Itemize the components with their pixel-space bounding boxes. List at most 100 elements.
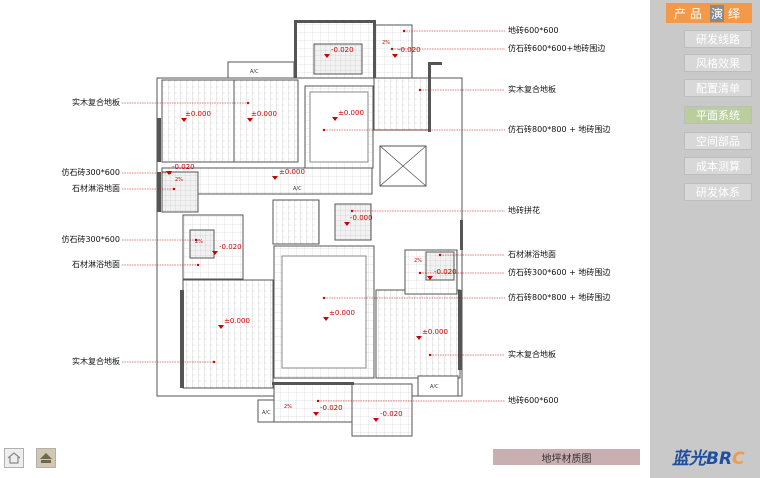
header-char: 产 (673, 6, 690, 21)
label-right-stone-600: 仿石砖600*600+地砖围边 (508, 44, 606, 53)
svg-text:-0.020: -0.020 (320, 404, 343, 412)
label-left-shower-2: 石材淋浴地面 (72, 260, 120, 269)
stairs (272, 199, 320, 245)
label-left-wood-bottom: 实木复合地板 (72, 357, 120, 366)
svg-text:A/C: A/C (293, 186, 302, 192)
label-right-stone-800-top: 仿石砖800*800 + 地砖围边 (508, 125, 611, 134)
svg-text:-0.020: -0.020 (172, 163, 195, 171)
sidebar-item-style[interactable]: 风格效果 (684, 54, 752, 72)
caption-floor-material: 地坪材质图 (493, 449, 640, 465)
room-ac-right (417, 375, 459, 397)
svg-text:2%: 2% (382, 40, 390, 46)
sidebar-item-space-parts[interactable]: 空间部品 (684, 132, 752, 150)
svg-text:-0.020: -0.020 (380, 410, 403, 418)
level-marker: ±0.000 (247, 110, 277, 122)
sidebar-item-cost[interactable]: 成本测算 (684, 157, 752, 175)
label-left-stone-tile-1: 仿石砖300*600 (61, 168, 120, 177)
svg-text:-0.020: -0.020 (219, 243, 242, 251)
home-button[interactable] (4, 448, 24, 468)
walls (157, 20, 463, 388)
label-right-wood-top: 实木复合地板 (508, 85, 556, 94)
room-balcony-bottom (273, 383, 353, 423)
label-right-shower: 石材淋浴地面 (508, 250, 556, 259)
level-marker: -0.020 (373, 410, 403, 422)
room-top-bath-inner (313, 43, 363, 75)
level-markers: -0.020 -0.020 ±0.000 ±0.000 ±0.000 -0.02… (166, 46, 457, 422)
header-char-highlight: 演 (710, 4, 725, 22)
svg-text:A/C: A/C (262, 410, 271, 416)
leader-dots (168, 29, 442, 403)
brand-logo: 蓝光BRC (672, 449, 745, 469)
room-mid-bath-shower (189, 229, 215, 259)
room-right-bath-shower (425, 251, 455, 281)
svg-text:±0.000: ±0.000 (329, 309, 355, 317)
room-living-inner (281, 255, 367, 369)
level-marker: -0.020 (392, 46, 421, 58)
svg-text:-0.000: -0.000 (350, 214, 373, 222)
svg-text:2%: 2% (195, 239, 203, 245)
sidebar-item-plan-system[interactable]: 平面系统 (684, 106, 752, 124)
leaders-left (122, 102, 248, 363)
right-sidebar: 产 品 演 绎 研发线路 风格效果 配置清单 平面系统 空间部品 成本测算 研发… (650, 0, 760, 478)
leaders-right (318, 30, 505, 402)
level-marker: ±0.000 (181, 110, 211, 122)
header-char: 绎 (728, 6, 745, 21)
mosaic (334, 203, 372, 241)
header-char: 品 (689, 6, 706, 21)
level-marker: -0.000 (344, 214, 373, 226)
room-bedroom-lower-right (375, 289, 461, 379)
label-right-wood-bottom: 实木复合地板 (508, 350, 556, 359)
label-right-stone-300: 仿石砖300*600 + 地砖围边 (508, 268, 611, 277)
level-marker: ±0.000 (218, 317, 250, 329)
sidebar-item-rd-system[interactable]: 研发体系 (684, 183, 752, 201)
svg-text:±0.000: ±0.000 (279, 168, 305, 176)
svg-text:2%: 2% (414, 258, 422, 264)
ac-labels: A/C A/C A/C A/C (250, 69, 439, 416)
sidebar-item-rd-route[interactable]: 研发线路 (684, 30, 752, 48)
svg-text:±0.000: ±0.000 (185, 110, 211, 118)
sidebar-item-config[interactable]: 配置清单 (684, 79, 752, 97)
label-right-stone-800-bottom: 仿石砖800*800 + 地砖围边 (508, 293, 611, 302)
room-balcony-bottom-right (351, 383, 413, 437)
room-bedroom-left (161, 79, 235, 163)
label-left-wood-top: 实木复合地板 (72, 98, 120, 107)
svg-text:±0.000: ±0.000 (224, 317, 250, 325)
room-ac-bottom (257, 399, 275, 423)
svg-text:2%: 2% (284, 404, 292, 410)
svg-text:A/C: A/C (430, 384, 439, 390)
label-right-tile-top: 地砖600*600 (508, 26, 559, 35)
label-right-tile-bottom: 地砖600*600 (508, 396, 559, 405)
up-arrow-icon (40, 453, 52, 463)
svg-text:-0.020: -0.020 (331, 46, 354, 54)
up-button[interactable] (36, 448, 56, 468)
slope-marks: 2% 2% 2% 2% 2% (175, 40, 422, 410)
room-left-bath (161, 171, 199, 213)
level-marker: -0.020 (212, 243, 242, 255)
level-marker: ±0.000 (272, 168, 305, 180)
room-top-balcony (373, 24, 413, 79)
svg-text:-0.020: -0.020 (398, 46, 421, 54)
label-left-stone-tile-2: 仿石砖300*600 (61, 235, 120, 244)
svg-text:±0.000: ±0.000 (338, 109, 364, 117)
svg-text:2%: 2% (175, 177, 183, 183)
svg-text:A/C: A/C (250, 69, 259, 75)
label-right-mosaic: 地砖拼花 (508, 206, 540, 215)
level-marker: ±0.000 (323, 309, 355, 321)
level-marker: ±0.000 (416, 328, 448, 340)
home-icon (7, 452, 21, 464)
level-marker: ±0.000 (332, 109, 364, 121)
sidebar-header: 产 品 演 绎 (666, 3, 752, 23)
room-bedroom-mid (233, 79, 299, 163)
level-marker: -0.020 (166, 163, 195, 175)
room-ac-top (227, 61, 295, 79)
label-left-shower-1: 石材淋浴地面 (72, 184, 120, 193)
svg-text:-0.020: -0.020 (434, 268, 457, 276)
level-marker: -0.020 (324, 46, 354, 58)
room-bedroom-lower-left (182, 279, 274, 389)
svg-text:±0.000: ±0.000 (251, 110, 277, 118)
room-right-top (373, 77, 431, 131)
svg-text:±0.000: ±0.000 (422, 328, 448, 336)
room-center-top-inner (309, 91, 369, 163)
level-marker: -0.020 (313, 404, 343, 416)
floor-plan: -0.020 -0.020 ±0.000 ±0.000 ±0.000 -0.02… (122, 20, 505, 437)
